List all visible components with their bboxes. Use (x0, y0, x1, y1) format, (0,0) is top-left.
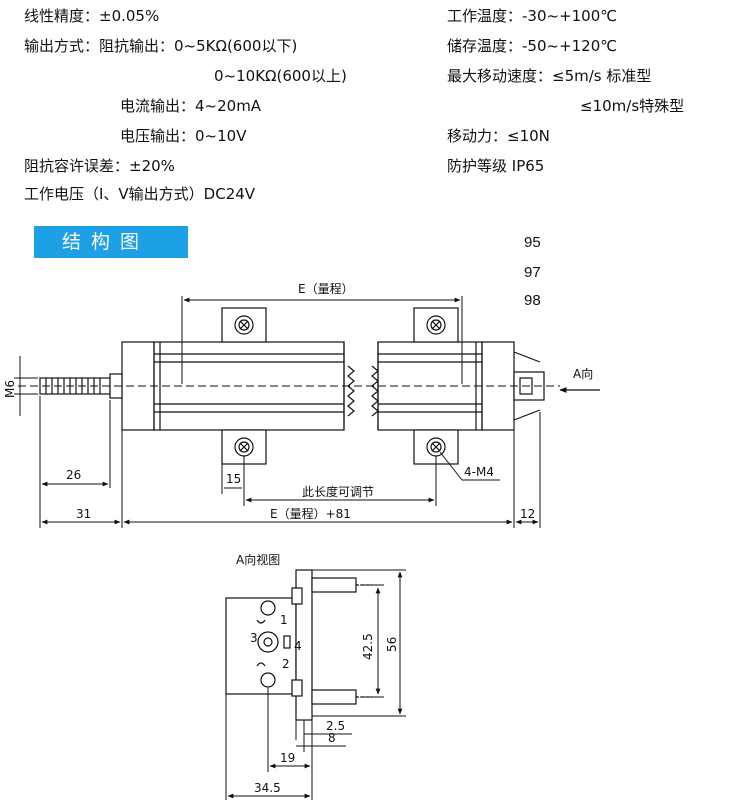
piston-rod (39, 373, 123, 399)
thread-label: M6 (3, 380, 17, 398)
spec-working-temp: 工作温度：-30~+100℃ (447, 7, 618, 25)
spec-max-speed: 最大移动速度：≤5m/s 标准型 (447, 67, 652, 85)
dim-42-5: 42.5 (361, 633, 375, 660)
model-code-95: 95 (524, 234, 541, 251)
dim-12: 12 (520, 507, 535, 521)
spec-voltage-output: 电压输出：0~10V (120, 127, 247, 145)
spec-moving-force: 移动力：≤10N (447, 127, 550, 145)
spec-protection: 防护等级 IP65 (447, 157, 545, 175)
dim-8: 8 (328, 731, 336, 745)
spec-current-output: 电流输出：4~20mA (120, 97, 262, 115)
spec-output-line2: 0~10KΩ(600以上) (214, 67, 347, 85)
direction-label: A向 (573, 366, 593, 381)
section-title-banner: 结构图 (34, 226, 188, 258)
dim-34-5: 34.5 (254, 781, 281, 795)
dim-15: 15 (226, 472, 241, 486)
spec-max-speed-2: ≤10m/s特殊型 (580, 97, 685, 115)
view-a-drawing (225, 569, 372, 721)
model-code-98: 98 (524, 292, 541, 309)
spec-storage-temp: 储存温度：-50~+120℃ (447, 37, 618, 55)
mounting-brackets (221, 307, 459, 465)
range-label: E（量程） (298, 281, 354, 296)
view-a-title: A向视图 (236, 552, 280, 567)
dim-26: 26 (66, 468, 81, 482)
dim-19: 19 (280, 751, 295, 765)
spec-linearity: 线性精度：±0.05% (24, 7, 160, 25)
view-a-dimensions (225, 569, 406, 800)
dim-56: 56 (385, 637, 399, 652)
dim-2-5: 2.5 (326, 719, 345, 733)
adjustable-label: 此长度可调节 (302, 484, 374, 499)
pin-2: 2 (282, 657, 290, 671)
total-length-label: E（量程）+81 (270, 506, 351, 521)
spec-output-mode: 输出方式：阻抗输出：0~5KΩ(600以下) (24, 37, 298, 55)
pin-3: 3 (250, 631, 258, 645)
range-dimension (181, 296, 463, 384)
dim-31: 31 (76, 507, 91, 521)
spec-working-voltage: 工作电压（I、V输出方式）DC24V (24, 185, 256, 203)
pin-4: 4 (294, 639, 302, 653)
model-code-97: 97 (524, 264, 541, 281)
screw-label: 4-M4 (464, 465, 494, 479)
bottom-dimensions (39, 396, 541, 528)
spec-impedance-tolerance: 阻抗容许误差：±20% (24, 157, 175, 175)
pin-1: 1 (280, 613, 288, 627)
